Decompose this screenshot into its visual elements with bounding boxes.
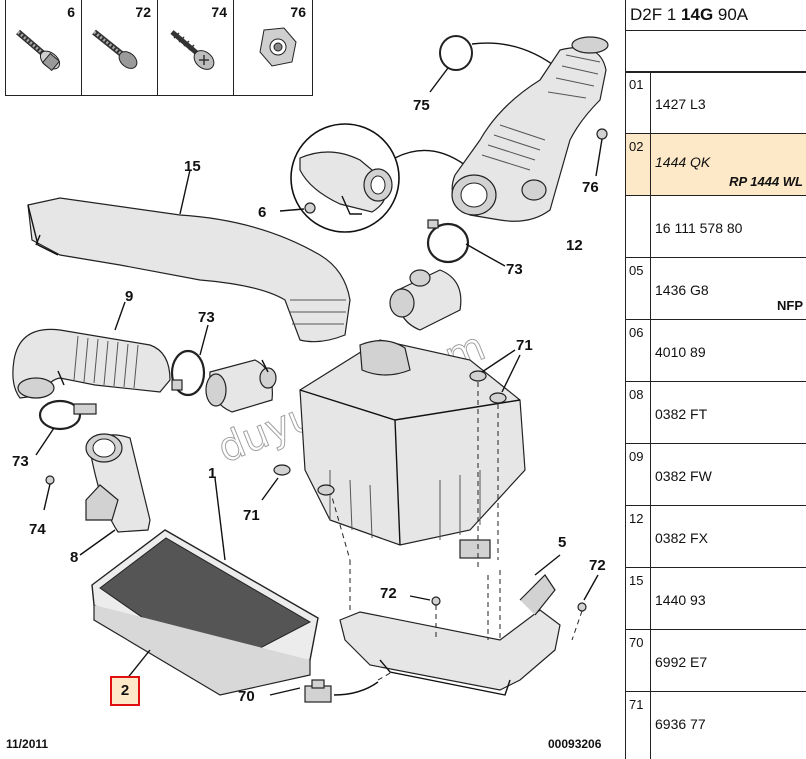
callout-76[interactable]: 76 xyxy=(582,179,599,196)
part-76-nut[interactable] xyxy=(595,128,608,177)
footer-date: 11/2011 xyxy=(6,737,49,751)
ref-row-12[interactable]: 12 0382 FX xyxy=(626,506,806,568)
callout-6[interactable]: 6 xyxy=(258,204,266,221)
fastener-box-76[interactable]: 76 xyxy=(233,0,313,96)
part-71-grommets[interactable] xyxy=(261,349,521,570)
callout-74[interactable]: 74 xyxy=(29,521,46,538)
fastener-box-6[interactable]: 6 xyxy=(5,0,82,96)
callout-72-center[interactable]: 72 xyxy=(380,585,397,602)
row-code: 0382 FX xyxy=(655,530,708,546)
fastener-number: 76 xyxy=(290,4,306,20)
row-code: 0382 FW xyxy=(655,468,712,484)
self-tapping-screw-icon xyxy=(170,30,215,70)
row-index: 06 xyxy=(626,320,651,381)
header-part-c: 90A xyxy=(713,5,749,24)
part-75-seal[interactable] xyxy=(439,35,561,71)
callout-71-left[interactable]: 71 xyxy=(243,507,260,524)
callout-12[interactable]: 12 xyxy=(566,237,583,254)
part-74-screw[interactable] xyxy=(43,475,55,511)
part-2-air-filter-element[interactable] xyxy=(91,529,319,696)
row-index: 02 xyxy=(626,134,651,195)
row-index: 08 xyxy=(626,382,651,443)
row-code: 1440 93 xyxy=(655,592,706,608)
fastener-number: 74 xyxy=(211,4,227,20)
part-15-intake-duct[interactable] xyxy=(27,169,351,343)
callout-73-upper[interactable]: 73 xyxy=(506,261,523,278)
fastener-number: 6 xyxy=(67,4,75,20)
bolt-icon xyxy=(92,29,138,69)
callout-5[interactable]: 5 xyxy=(558,534,566,551)
ref-row-05[interactable]: 05 1436 G8 NFP xyxy=(626,258,806,320)
part-72-bolts[interactable] xyxy=(409,574,599,641)
ref-row-02[interactable]: 02 1444 QK RP 1444 WL xyxy=(626,134,806,196)
callout-9[interactable]: 9 xyxy=(125,288,133,305)
callout-15[interactable]: 15 xyxy=(184,158,201,175)
row-code: 0382 FT xyxy=(655,406,708,422)
row-index: 15 xyxy=(626,568,651,629)
ref-row-71[interactable]: 71 6936 77 xyxy=(626,692,806,759)
row-code: 4010 89 xyxy=(655,344,706,360)
part-mass-airflow-sensor-left[interactable] xyxy=(205,359,277,413)
row-code: 6936 77 xyxy=(655,716,706,732)
panel-header: D2F 1 14G 90A xyxy=(626,0,806,31)
parts-drawing: duyukoto.com xyxy=(12,35,609,705)
callout-71-right[interactable]: 71 xyxy=(516,337,533,354)
row-index: 12 xyxy=(626,506,651,567)
part-70-sensor[interactable] xyxy=(304,671,393,703)
header-part-a: D2F 1 xyxy=(630,5,682,24)
fastener-box-72[interactable]: 72 xyxy=(81,0,158,96)
ref-row-15[interactable]: 15 1440 93 xyxy=(626,568,806,630)
row-code: 1436 G8 xyxy=(655,282,709,298)
part-5-bracket[interactable] xyxy=(329,489,561,696)
row-index: 71 xyxy=(626,692,651,759)
row-index: 01 xyxy=(626,72,651,133)
part-1-air-filter-housing[interactable] xyxy=(299,339,526,559)
callout-2-highlighted[interactable]: 2 xyxy=(110,676,140,706)
callout-1[interactable]: 1 xyxy=(208,465,216,482)
callout-70[interactable]: 70 xyxy=(238,688,255,705)
row-index: 09 xyxy=(626,444,651,505)
row-code: 1444 QK xyxy=(655,154,711,170)
ref-row-08[interactable]: 08 0382 FT xyxy=(626,382,806,444)
nut-icon xyxy=(259,27,297,67)
panel-blank-row xyxy=(626,31,806,73)
row-index xyxy=(626,196,651,257)
header-part-b: 14G xyxy=(681,5,714,24)
bolt-with-washer-icon xyxy=(16,29,61,72)
part-73-clamp-left[interactable] xyxy=(35,399,97,456)
callout-72-right[interactable]: 72 xyxy=(589,557,606,574)
part-6-screw[interactable] xyxy=(279,202,316,214)
part-12-turbo-inlet-hose[interactable] xyxy=(451,36,609,222)
exploded-parts-diagram: 6 72 74 76 duyu xyxy=(5,0,609,751)
row-code: 16 111 578 80 xyxy=(655,220,743,236)
row-code: 6992 E7 xyxy=(655,654,708,670)
ref-row-70[interactable]: 70 6992 E7 xyxy=(626,630,806,692)
row-sub-code: RP 1444 WL xyxy=(729,174,803,189)
part-9-air-hose[interactable] xyxy=(12,328,171,399)
part-8-intake-resonator[interactable] xyxy=(79,433,151,556)
part-73-clamp-upper[interactable] xyxy=(426,219,506,267)
detail-magnifier xyxy=(290,123,466,233)
footer-drawing-ref: 00093206 xyxy=(548,737,602,751)
ref-row-06[interactable]: 06 4010 89 xyxy=(626,320,806,382)
callout-8[interactable]: 8 xyxy=(70,549,78,566)
reference-panel: D2F 1 14G 90A 01 1427 L3 02 1444 QK RP 1… xyxy=(625,0,806,759)
row-sub-code: NFP xyxy=(777,298,803,313)
row-code: 1427 L3 xyxy=(655,96,706,112)
row-index: 05 xyxy=(626,258,651,319)
part-mass-airflow-sensor-right[interactable] xyxy=(389,269,462,331)
ref-row-01[interactable]: 01 1427 L3 xyxy=(626,72,806,134)
callout-73-middle[interactable]: 73 xyxy=(198,309,215,326)
fastener-number: 72 xyxy=(135,4,151,20)
callout-73-left[interactable]: 73 xyxy=(12,453,29,470)
callout-75[interactable]: 75 xyxy=(413,97,430,114)
row-index: 70 xyxy=(626,630,651,691)
ref-row-09[interactable]: 09 0382 FW xyxy=(626,444,806,506)
part-73-clamp-middle[interactable] xyxy=(170,349,206,397)
ref-row-02b[interactable]: 16 111 578 80 xyxy=(626,196,806,258)
